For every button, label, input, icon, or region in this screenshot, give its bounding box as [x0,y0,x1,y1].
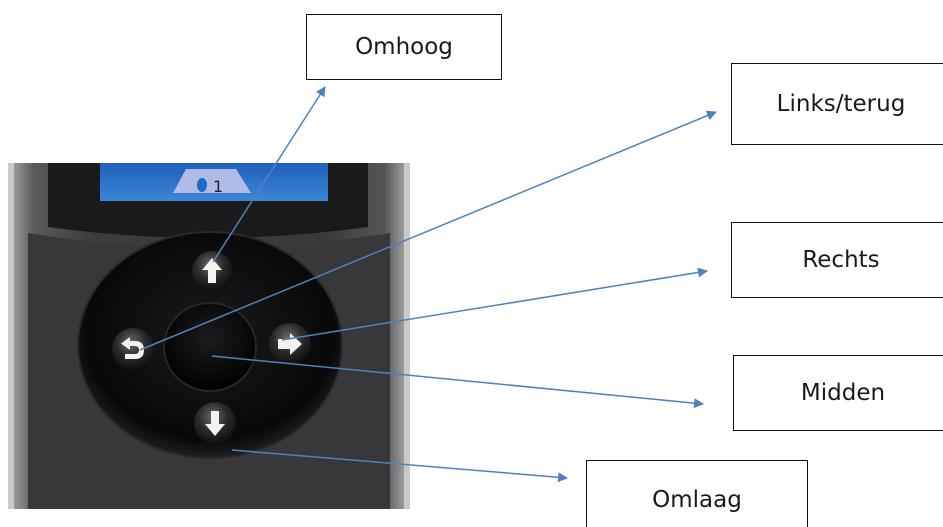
arrow-down-icon [205,411,225,436]
label-rechts: Rechts [731,222,943,298]
screen-indicator: 1 [213,177,223,196]
label-omlaag: Omlaag [586,460,808,527]
device-photo: 1 [8,163,410,509]
return-arrow-icon [121,337,144,359]
label-midden: Midden [733,355,943,431]
label-links-terug: Links/terug [731,63,943,145]
down-button[interactable] [194,402,236,444]
water-drop-icon [197,178,207,192]
back-button[interactable] [112,328,154,370]
up-button[interactable] [192,251,232,291]
label-omhoog: Omhoog [306,14,502,80]
center-button[interactable] [163,302,257,392]
right-button[interactable] [269,323,311,365]
